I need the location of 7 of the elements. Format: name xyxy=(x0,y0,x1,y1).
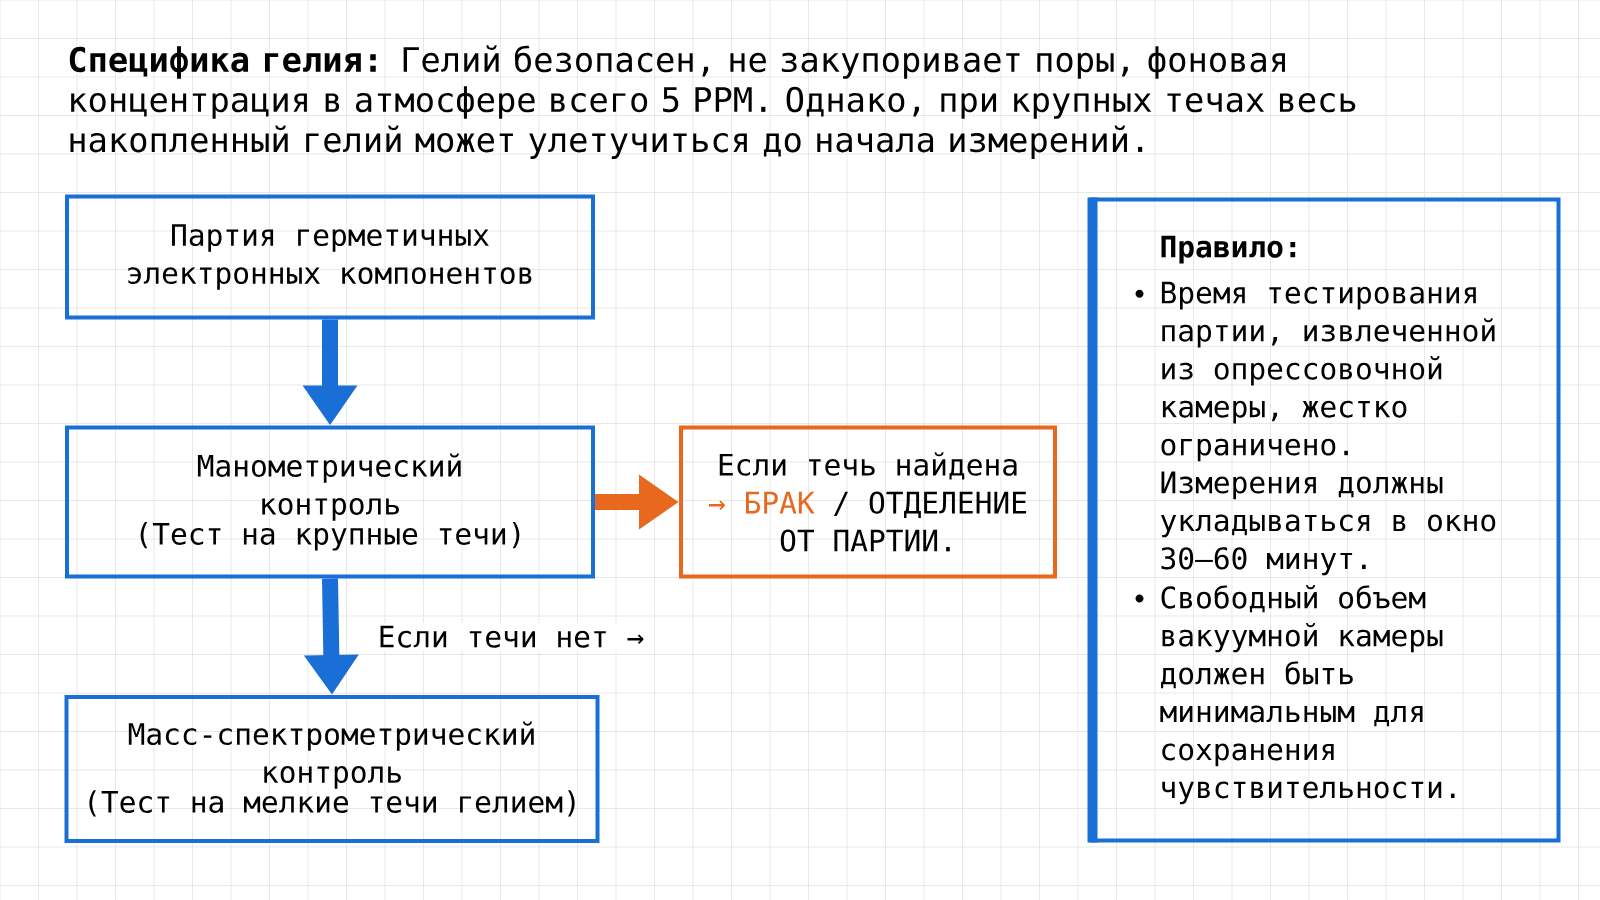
process-box: Масс-спектрометрический контроль (Тест на мелкие течи гелием) xyxy=(64,695,600,843)
edge-label: Если течи нет → xyxy=(374,622,648,651)
process-box: Партия герметичных электронных компонентов xyxy=(65,194,595,320)
outcome-box: Если течь найдена → БРАК / ОТДЕЛЕНИЕ ОТ ПАРТИИ. xyxy=(679,425,1057,579)
rule-panel: Правило: Время тестирования партии, извлеченной из опрессовочной камеры, жестко ограничено. Измерения должны укладываться в окно 30–60 минут. Свободный объем вакуумной камеры должен быть минимальным для сохранения чувствительности. xyxy=(1087,197,1561,843)
heading-text: Специфика гелия: Гелий безопасен, не закупоривает поры, фоновая концентрация в атмосфере всего 5 PPM. Однако, при крупных течах весь накопленный гелий может улетучиться до начала измерений. xyxy=(69,45,1356,159)
process-box: Манометрический контроль (Тест на крупные течи) xyxy=(65,425,595,579)
